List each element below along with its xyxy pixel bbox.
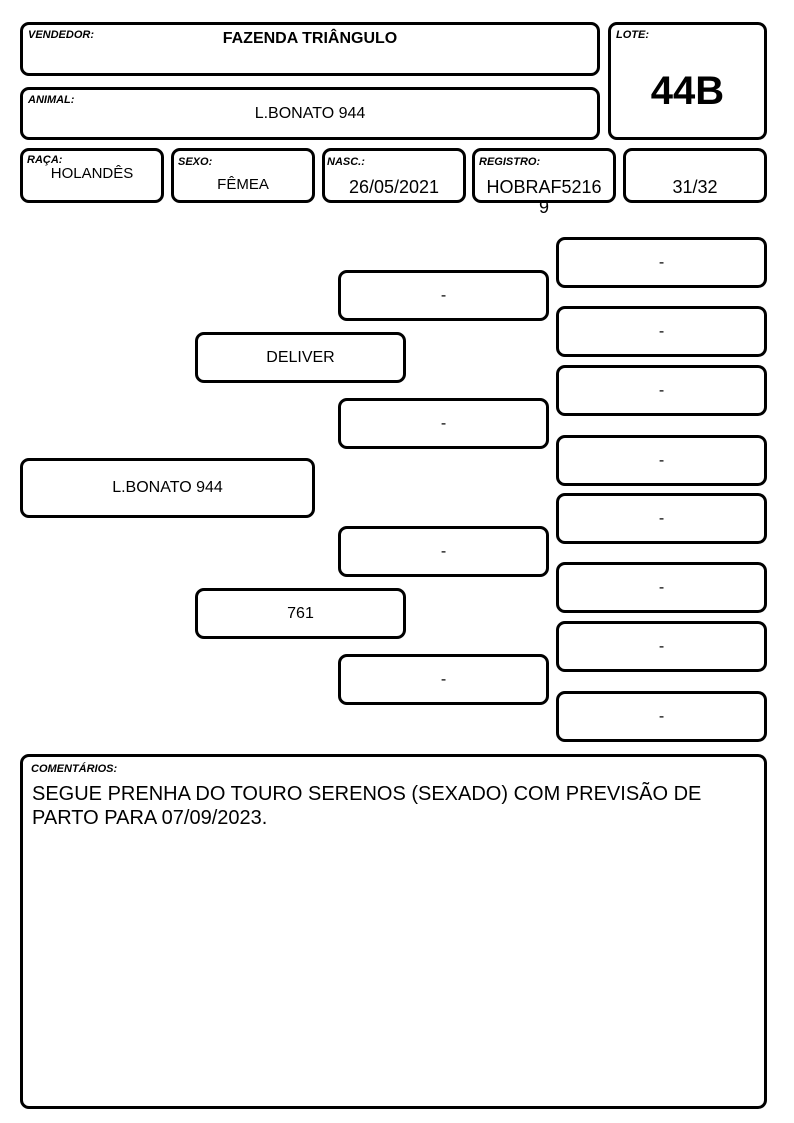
nasc-label: NASC.: [327,156,365,168]
raca-label: RAÇA: [27,154,63,166]
registro-label: REGISTRO: [479,156,541,168]
pedigree-great-grandparent-name: - [658,509,665,527]
pedigree-sire: DELIVER [195,332,406,383]
vendedor-value: FAZENDA TRIÂNGULO [222,30,398,47]
animal-label: ANIMAL: [28,94,75,106]
pedigree-grandparent: - [338,270,549,321]
sexo-value: FÊMEA [217,176,269,193]
vendedor-field: VENDEDOR: FAZENDA TRIÂNGULO [20,22,600,76]
sexo-field: SEXO: FÊMEA [171,148,315,203]
pedigree-great-grandparent-name: - [658,637,665,655]
pedigree-great-grandparent-name: - [658,451,665,469]
registro-value: HOBRAF5216 [486,177,602,197]
pedigree-grandparent: - [338,654,549,705]
pedigree-animal: L.BONATO 944 [20,458,315,518]
registro-overflow: 9 [538,197,549,217]
pedigree-grandparent-name: - [440,670,447,688]
pedigree-great-grandparent: - [556,306,767,357]
pedigree-great-grandparent: - [556,365,767,416]
pedigree-great-grandparent: - [556,562,767,613]
sexo-label: SEXO: [178,156,213,168]
comments-field: COMENTÁRIOS: SEGUE PRENHA DO TOURO SEREN… [20,754,767,1109]
vendedor-label: VENDEDOR: [28,29,95,41]
lote-field: LOTE: 44B [608,22,767,140]
pedigree-great-grandparent-name: - [658,322,665,340]
raca-field: RAÇA: HOLANDÊS [20,148,164,203]
pedigree-great-grandparent: - [556,691,767,742]
pedigree-dam-name: 761 [287,604,314,622]
registro-field: REGISTRO: HOBRAF5216 [472,148,616,203]
animal-value: L.BONATO 944 [254,105,366,122]
pedigree-great-grandparent-name: - [658,578,665,596]
raca-value: HOLANDÊS [50,165,134,182]
grau-sangue-field: 31/32 [623,148,767,203]
comments-text: SEGUE PRENHA DO TOURO SERENOS (SEXADO) C… [32,783,702,829]
lote-label: LOTE: [616,29,649,41]
animal-field: ANIMAL: L.BONATO 944 [20,87,600,140]
pedigree-grandparent: - [338,398,549,449]
grau-sangue-value: 31/32 [672,177,718,197]
pedigree-great-grandparent: - [556,493,767,544]
pedigree-great-grandparent-name: - [658,707,665,725]
pedigree-grandparent-name: - [440,286,447,304]
pedigree-great-grandparent-name: - [658,253,665,271]
lote-value: 44B [650,69,725,113]
pedigree-grandparent-name: - [440,542,447,560]
nasc-field: NASC.: 26/05/2021 [322,148,466,203]
pedigree-great-grandparent: - [556,237,767,288]
pedigree-sire-name: DELIVER [266,348,335,366]
pedigree-animal-name: L.BONATO 944 [112,479,223,496]
pedigree-great-grandparent: - [556,435,767,486]
pedigree-grandparent: - [338,526,549,577]
pedigree-grandparent-name: - [440,414,447,432]
pedigree-great-grandparent: - [556,621,767,672]
comments-label: COMENTÁRIOS: [31,763,118,775]
nasc-value: 26/05/2021 [348,177,440,197]
pedigree-great-grandparent-name: - [658,381,665,399]
pedigree-dam: 761 [195,588,406,639]
